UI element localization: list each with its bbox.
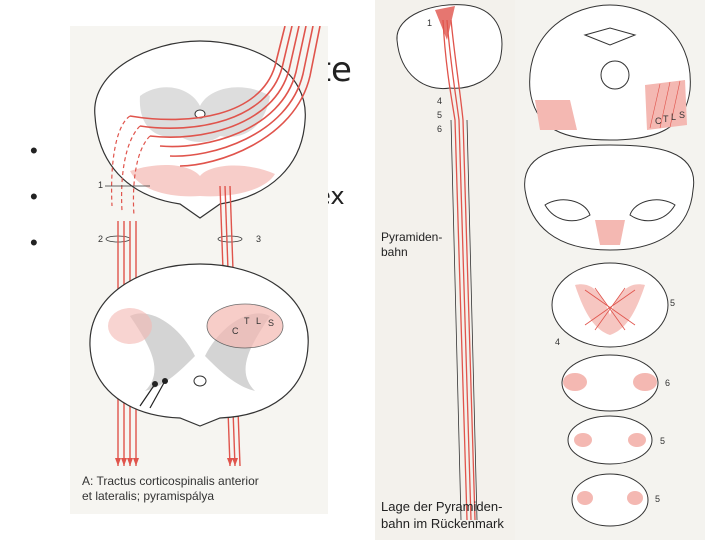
midbrain-tract-hatching [649, 80, 681, 129]
anterior-tract-region [108, 308, 152, 344]
right-num-6a: 6 [665, 378, 670, 388]
lateral-tract-region [206, 303, 284, 349]
motor-cortex-region [435, 6, 455, 40]
tract-letter-l: L [256, 316, 261, 326]
right-letter-l: L [671, 112, 676, 122]
left-label-1: 1 [98, 180, 103, 190]
lower-section-outline [89, 263, 309, 427]
right-num-5b: 5 [660, 436, 665, 446]
mid-num-1: 1 [427, 18, 432, 28]
middle-caption-line-1: Lage der Pyramiden- [381, 499, 503, 514]
right-letter-t: T [663, 114, 669, 124]
pyramid-label-line-1: Pyramiden- [381, 230, 443, 244]
cervical-decussation [575, 284, 645, 335]
right-figure-panel: C T L S 5 4 6 5 5 [515, 0, 705, 540]
pyramid-label: Pyramiden- bahn [381, 230, 442, 260]
medulla-pyramids [595, 220, 625, 245]
crossing-fibers-dashed [111, 115, 151, 217]
left-caption-line-2: et lateralis; pyramispálya [82, 489, 215, 503]
right-num-5a: 5 [670, 298, 675, 308]
middle-figure-caption: Lage der Pyramiden- bahn im Rückenmark [381, 498, 504, 532]
left-figure-caption: A: Tractus corticospinalis anterior et l… [82, 474, 259, 504]
aqueduct [583, 27, 637, 46]
lumbar-section [567, 415, 653, 465]
bullet-3: • [30, 230, 38, 255]
right-letter-s: S [679, 110, 685, 120]
medulla-section [524, 144, 695, 251]
lower-central-canal [193, 375, 207, 387]
pyramidal-tract-diagram: 1 4 5 6 [396, 4, 503, 521]
pyramidal-fibers [442, 19, 476, 521]
crossing-fibers [129, 26, 321, 167]
left-figure-panel: 1 2 3 C T L S [70, 26, 328, 514]
tract-letter-s: S [268, 318, 274, 328]
cervical-section [551, 262, 669, 348]
right-num-5c: 5 [655, 494, 660, 504]
mid-num-5: 5 [437, 110, 442, 120]
sacral-section [571, 473, 649, 527]
pyramid-label-line-2: bahn [381, 245, 408, 259]
brainstem-outline [450, 119, 478, 521]
bullet-1: • [30, 138, 38, 163]
tract-arrowheads [115, 458, 238, 466]
midbrain-tract-left [535, 100, 577, 130]
mid-num-6: 6 [437, 124, 442, 134]
tract-letter-t: T [244, 316, 250, 326]
thoracic-section [561, 354, 659, 412]
left-label-3: 3 [256, 234, 261, 244]
mid-num-4: 4 [437, 96, 442, 106]
middle-figure-panel: 1 4 5 6 Pyramiden- bahn Lage der Pyramid… [375, 0, 515, 540]
cross-sections-diagram: C T L S 5 4 6 5 5 [524, 4, 695, 527]
bullet-2: • [30, 184, 38, 209]
left-label-2: 2 [98, 234, 103, 244]
tract-letter-c: C [232, 326, 239, 336]
right-letter-c: C [655, 116, 662, 126]
middle-caption-line-2: bahn im Rückenmark [381, 516, 504, 531]
spinal-cord-sections-diagram: 1 2 3 C T L S [89, 26, 321, 467]
midbrain-tract-right [645, 80, 687, 130]
left-caption-line-1: A: Tractus corticospinalis anterior [82, 474, 259, 488]
motor-neuron-arrows [139, 380, 166, 409]
cervical-decussation-lines [584, 287, 636, 331]
right-num-4: 4 [555, 337, 560, 347]
pyramid-region [130, 164, 275, 197]
